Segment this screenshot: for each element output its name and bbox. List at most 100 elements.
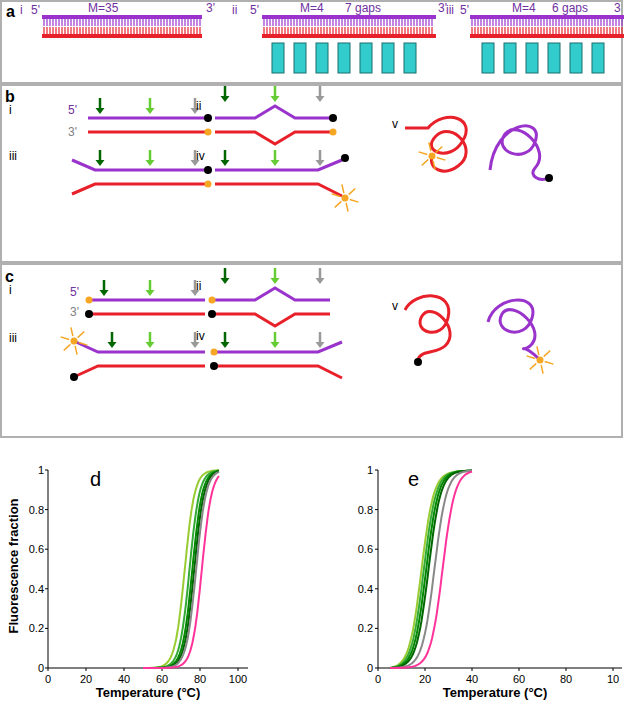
base-pair: [513, 19, 514, 26]
tick: [238, 668, 239, 671]
base-pair: [308, 27, 309, 34]
base-pair: [169, 27, 170, 34]
base-pair: [115, 27, 116, 34]
panel-label: iii: [9, 332, 17, 345]
emission-ray: [64, 344, 71, 350]
base-pair: [151, 27, 152, 34]
base-pair: [480, 27, 481, 34]
base-pair: [359, 27, 360, 34]
tick-label: 0.4: [29, 583, 44, 595]
base-pair: [266, 19, 267, 26]
base-pair: [278, 19, 279, 26]
melting-curve: [390, 472, 472, 668]
base-pair: [184, 19, 185, 26]
base-pair: [308, 19, 309, 26]
base-pair: [618, 27, 619, 34]
base-pair: [320, 27, 321, 34]
base-pair: [365, 19, 366, 26]
base-pair: [495, 27, 496, 34]
emission-ray: [527, 356, 536, 359]
base-pair: [85, 19, 86, 26]
base-pair: [507, 19, 508, 26]
base-pair: [287, 27, 288, 34]
melting-curve: [143, 470, 219, 668]
panel-label: 5': [250, 4, 259, 17]
base-pair: [609, 19, 610, 26]
base-pair: [416, 19, 417, 26]
tick-label: 40: [118, 673, 130, 685]
melting-curve: [390, 471, 472, 668]
base-pair: [365, 27, 366, 34]
base-pair: [543, 19, 544, 26]
base-pair: [94, 27, 95, 34]
base-pair: [489, 19, 490, 26]
base-pair: [127, 27, 128, 34]
base-pair: [275, 19, 276, 26]
base-pair: [362, 19, 363, 26]
panel-label: iii: [9, 150, 17, 163]
site-arrow: [194, 98, 197, 109]
base-pair: [127, 19, 128, 26]
panel-label: i: [9, 104, 12, 117]
base-pair: [103, 19, 104, 26]
base-pair: [136, 19, 137, 26]
base-pair: [579, 27, 580, 34]
base-pair: [474, 27, 475, 34]
tick: [375, 549, 378, 550]
base-pair: [70, 27, 71, 34]
base-pair: [284, 27, 285, 34]
base-pair: [302, 19, 303, 26]
base-pair: [428, 19, 429, 26]
tick: [124, 668, 125, 671]
base-pair: [383, 27, 384, 34]
base-pair: [540, 19, 541, 26]
base-pair: [419, 19, 420, 26]
base-pair: [516, 27, 517, 34]
base-pair: [410, 19, 411, 26]
melting-curve: [390, 471, 472, 669]
base-pair: [480, 19, 481, 26]
base-pair: [269, 19, 270, 26]
base-pair: [576, 27, 577, 34]
tick: [45, 509, 48, 510]
base-pair: [178, 19, 179, 26]
tick-label: 10: [607, 673, 619, 685]
base-pair: [67, 27, 68, 34]
base-pair: [528, 27, 529, 34]
base-pair: [380, 27, 381, 34]
base-pair: [139, 27, 140, 34]
site-arrow: [274, 150, 277, 161]
base-pair: [106, 27, 107, 34]
base-pair: [55, 19, 56, 26]
base-pair: [371, 19, 372, 26]
base-pair: [145, 27, 146, 34]
base-pair: [341, 27, 342, 34]
base-pair: [504, 19, 505, 26]
base-pair: [154, 19, 155, 26]
tick-label: 80: [194, 673, 206, 685]
base-pair: [320, 19, 321, 26]
base-pair: [148, 27, 149, 34]
base-pair: [166, 19, 167, 26]
panel-label: 5': [31, 4, 40, 17]
tick: [86, 668, 87, 671]
site-arrowhead: [316, 342, 325, 348]
base-pair: [46, 19, 47, 26]
base-pair: [311, 27, 312, 34]
base-pair: [522, 19, 523, 26]
base-pair: [160, 27, 161, 34]
base-pair: [332, 19, 333, 26]
site-arrow: [99, 150, 102, 161]
site-arrow: [194, 280, 197, 291]
tick: [613, 668, 614, 671]
panel-label: i: [20, 4, 23, 17]
base-pair: [58, 19, 59, 26]
base-pair: [112, 27, 113, 34]
base-pair: [338, 19, 339, 26]
emission-ray: [75, 346, 77, 355]
panel-label: 5': [70, 286, 79, 299]
base-pair: [597, 27, 598, 34]
base-pair: [377, 19, 378, 26]
tick-label: 20: [419, 673, 431, 685]
